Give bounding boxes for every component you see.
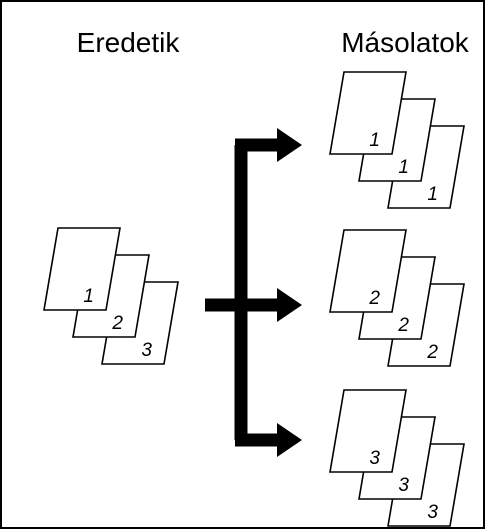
page-sheet <box>329 389 407 473</box>
page-number: 3 <box>141 340 152 361</box>
page-number: 1 <box>83 286 94 307</box>
page-sheet <box>329 229 407 313</box>
arrowhead-top <box>277 128 302 162</box>
page-sheet <box>43 227 121 311</box>
page-number: 2 <box>426 342 438 363</box>
page-number: 1 <box>398 157 409 178</box>
arrowhead-middle <box>277 288 302 322</box>
originals-heading: Eredetik <box>77 27 181 58</box>
page-number: 2 <box>111 313 123 334</box>
page-sheet <box>329 71 407 155</box>
page-number: 2 <box>368 288 380 309</box>
copy-set-1: 111 <box>329 71 465 209</box>
copy-set-3: 333 <box>329 389 465 527</box>
distribution-arrows <box>205 128 302 457</box>
arrowhead-bottom <box>277 423 302 457</box>
copies-heading: Másolatok <box>341 27 470 58</box>
page-number: 2 <box>397 315 409 336</box>
page-number: 3 <box>369 448 380 469</box>
page-number: 1 <box>369 130 380 151</box>
page-number: 3 <box>427 502 438 523</box>
originals-stack: 321 <box>43 227 179 365</box>
page-number: 1 <box>427 184 438 205</box>
page-number: 3 <box>398 475 409 496</box>
copy-set-2: 222 <box>329 229 465 367</box>
